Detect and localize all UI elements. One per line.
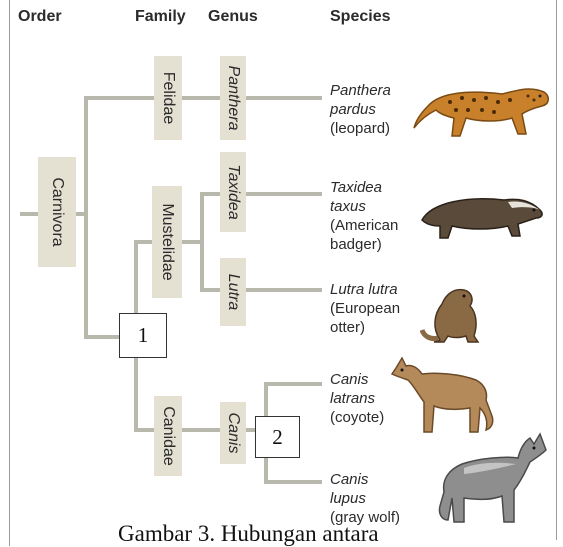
connector-line [200, 192, 220, 196]
species-label-coyote: Canis latrans (coyote) [330, 370, 384, 427]
species-scientific-name: latrans [330, 389, 384, 408]
species-label-leopard: Panthera pardus (leopard) [330, 81, 391, 138]
connector-line [264, 382, 322, 386]
species-label-wolf: Canis lupus (gray wolf) [330, 470, 400, 527]
species-scientific-name: pardus [330, 100, 391, 119]
family-box-canidae: Canidae [154, 396, 182, 476]
connector-line [182, 240, 202, 244]
genus-label: Panthera [224, 66, 242, 131]
species-label-badger: Taxidea taxus (American badger) [330, 178, 398, 254]
header-order: Order [18, 8, 62, 26]
frame-border-right [556, 0, 557, 540]
connector-line [246, 288, 322, 292]
family-label: Felidae [159, 72, 177, 124]
species-common-name: (leopard) [330, 119, 391, 138]
otter-icon [420, 280, 500, 348]
leopard-icon [410, 70, 556, 150]
order-label: Carnivora [48, 177, 66, 246]
connector-line [200, 288, 220, 292]
header-species: Species [330, 8, 390, 26]
connector-line [134, 428, 154, 432]
species-scientific-name: Canis [330, 470, 400, 489]
genus-box-lutra: Lutra [220, 258, 246, 326]
species-scientific-name: taxus [330, 197, 398, 216]
species-scientific-name: Canis [330, 370, 384, 389]
species-common-name: (European [330, 299, 400, 318]
family-box-mustelidae: Mustelidae [152, 186, 182, 298]
species-scientific-name: Taxidea [330, 178, 398, 197]
coyote-icon [388, 352, 502, 440]
figure-caption: Gambar 3. Hubungan antara [118, 521, 379, 547]
connector-line [84, 96, 154, 100]
connector-line [246, 192, 322, 196]
connector-line [182, 96, 220, 100]
connector-line [182, 428, 220, 432]
family-box-felidae: Felidae [154, 56, 182, 140]
species-scientific-name: Lutra lutra [330, 280, 400, 299]
connector-line [264, 480, 322, 484]
header-family: Family [135, 8, 186, 26]
species-scientific-name: Panthera [330, 81, 391, 100]
connector-line [200, 192, 204, 292]
connector-line [20, 212, 38, 216]
marker-box-2: 2 [255, 416, 300, 458]
genus-label: Taxidea [224, 164, 242, 219]
genus-label: Lutra [224, 274, 242, 310]
frame-border-left [9, 0, 10, 546]
marker-box-1: 1 [119, 313, 167, 358]
badger-icon [408, 180, 554, 250]
genus-label: Canis [224, 413, 242, 454]
species-common-name: otter) [330, 318, 400, 337]
header-genus: Genus [208, 8, 258, 26]
genus-box-taxidea: Taxidea [220, 152, 246, 232]
species-scientific-name: lupus [330, 489, 400, 508]
species-common-name: badger) [330, 235, 398, 254]
family-label: Canidae [159, 406, 177, 466]
connector-line [134, 240, 152, 244]
order-box: Carnivora [38, 157, 76, 267]
wolf-icon [430, 428, 550, 528]
genus-box-canis: Canis [220, 402, 246, 464]
connector-line [246, 96, 322, 100]
genus-box-panthera: Panthera [220, 56, 246, 140]
species-label-otter: Lutra lutra (European otter) [330, 280, 400, 337]
family-label: Mustelidae [158, 203, 176, 280]
species-common-name: (American [330, 216, 398, 235]
species-common-name: (coyote) [330, 408, 384, 427]
connector-line [84, 96, 88, 339]
